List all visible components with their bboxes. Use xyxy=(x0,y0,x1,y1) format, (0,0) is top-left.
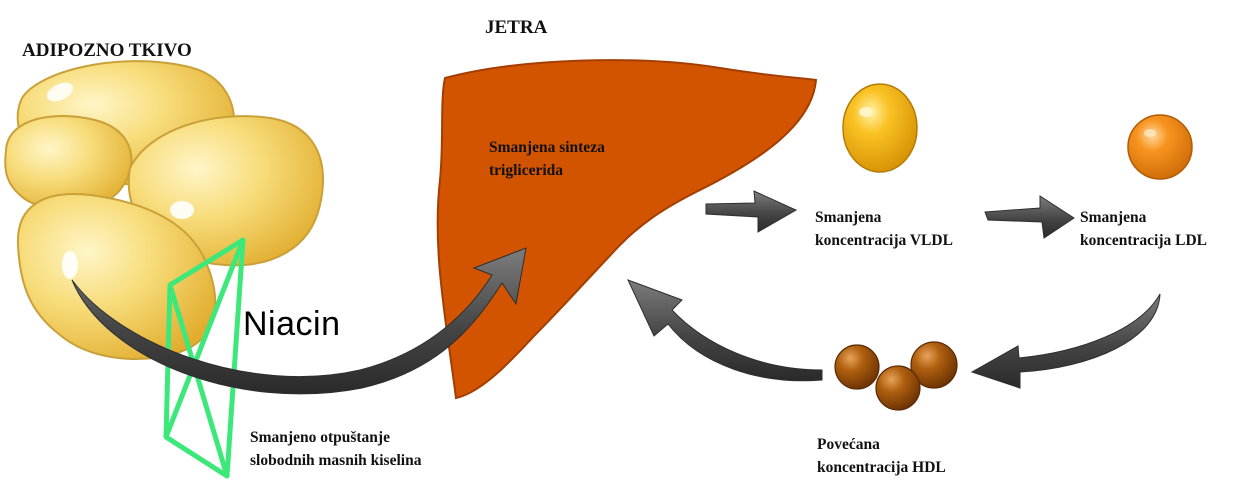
ldl-particle xyxy=(1127,114,1193,180)
vldl-effect-text: Smanjena koncentracija VLDL xyxy=(815,209,953,249)
arrow-adipose-to-liver xyxy=(71,247,527,395)
arrow-hdl-to-liver xyxy=(627,279,823,382)
vldl-particle xyxy=(842,83,918,173)
hdl-particles xyxy=(834,341,958,411)
adipose-tissue-title: ADIPOZNO TKIVO xyxy=(22,40,192,61)
hdl-effect-text: Povećana koncentracija HDL xyxy=(817,436,946,476)
niacin-block-symbol xyxy=(163,237,246,479)
ldl-effect-text: Smanjena koncentracija LDL xyxy=(1080,209,1208,249)
liver-effect-text: Smanjena sinteza triglicerida xyxy=(489,139,605,179)
adipose-tissue-illustration xyxy=(4,60,324,360)
arrow-liver-to-vldl xyxy=(705,190,798,233)
arrow-vldl-to-ldl xyxy=(984,195,1075,239)
ffa-effect-text: Smanjeno otpuštanje slobodnih masnih kis… xyxy=(250,429,422,469)
liver-title: JETRA xyxy=(485,17,548,38)
liver-illustration xyxy=(436,59,818,400)
fat-lobe-left xyxy=(4,114,133,211)
niacin-label: Niacin xyxy=(243,305,341,343)
arrow-ldl-to-hdl xyxy=(970,293,1161,389)
